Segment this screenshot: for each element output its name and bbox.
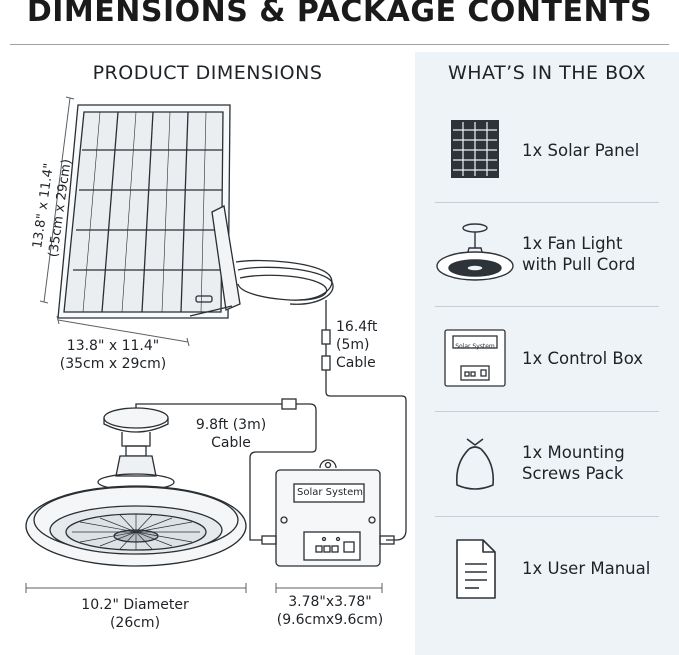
- title-divider: [10, 44, 669, 45]
- fan-light-icon: [436, 223, 514, 281]
- box-item-solar-panel: 1x Solar Panel: [415, 98, 679, 202]
- long-cable-length: 16.4ft (5m) Cable: [336, 319, 378, 371]
- divider: [435, 202, 659, 203]
- divider: [435, 516, 659, 517]
- divider: [435, 306, 659, 307]
- control-box-dimension: 3.78"x3.78" (9.6cmx9.6cm): [276, 594, 384, 628]
- solar-panel-icon: [451, 120, 499, 178]
- short-cable-length: 9.8ft (3m) Cable: [195, 417, 267, 451]
- product-dimensions-heading: PRODUCT DIMENSIONS: [92, 62, 323, 84]
- fan-diameter: 10.2" Diameter (26cm): [81, 597, 189, 631]
- control-box-icon: [444, 329, 506, 387]
- control-box-label: Solar System: [297, 487, 363, 498]
- whats-in-box-heading: WHAT’S IN THE BOX: [447, 62, 647, 84]
- box-item-label: 1x Mounting Screws Pack: [522, 443, 625, 483]
- divider: [435, 411, 659, 412]
- page-title: DIMENSIONS & PACKAGE CONTENTS: [26, 0, 653, 29]
- box-item-label: 1x Fan Light with Pull Cord: [522, 234, 636, 274]
- box-item-label: 1x Control Box: [522, 348, 644, 368]
- control-box-icon-text: Solar System: [455, 343, 495, 350]
- panel-cable-coil: [235, 259, 407, 541]
- solar-panel-drawing: [57, 104, 241, 319]
- screws-pack-icon: [455, 438, 495, 490]
- product-illustration: [25, 96, 407, 593]
- fan-light-drawing: [25, 407, 247, 567]
- box-item-control-box: Solar System 1x Control Box: [415, 306, 679, 410]
- panel-horizontal-dimension: 13.8" x 11.4" (35cm x 29cm): [59, 338, 167, 372]
- box-item-screws-pack: 1x Mounting Screws Pack: [415, 411, 679, 515]
- box-item-fan-light: 1x Fan Light with Pull Cord: [415, 202, 679, 306]
- control-box-drawing: [261, 459, 395, 567]
- box-item-label: 1x Solar Panel: [522, 140, 640, 160]
- user-manual-icon: [456, 539, 496, 599]
- box-item-label: 1x User Manual: [522, 558, 651, 578]
- box-item-user-manual: 1x User Manual: [415, 516, 679, 620]
